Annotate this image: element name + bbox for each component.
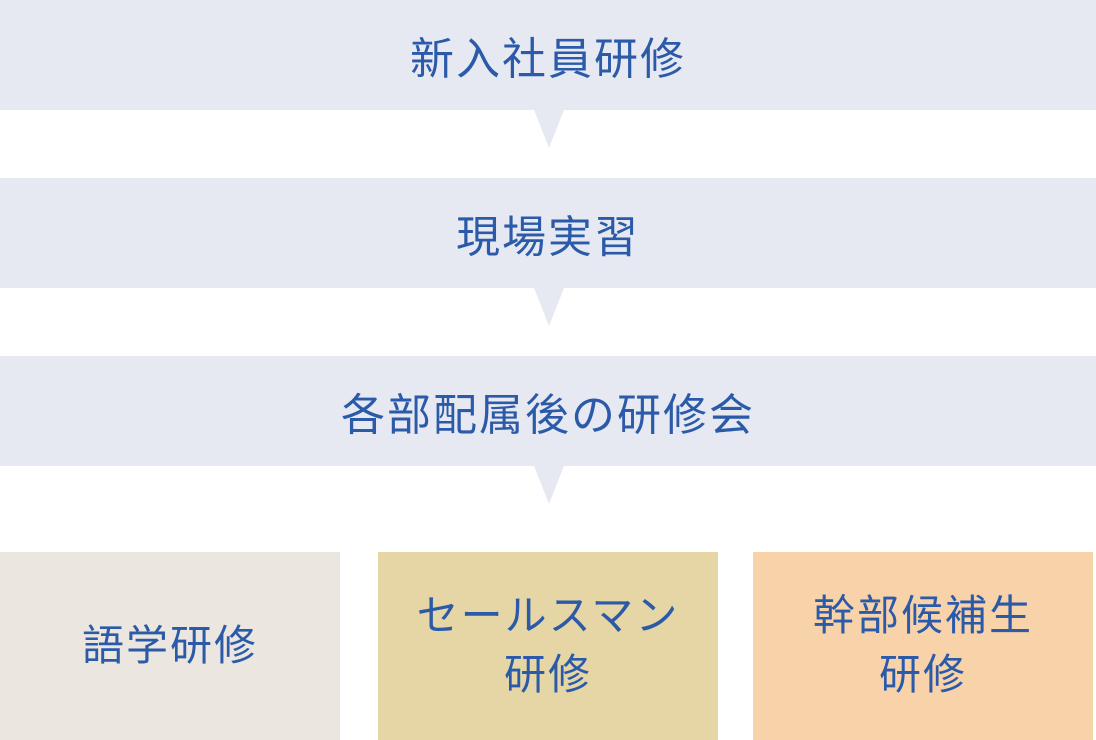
program-card-language: 語学研修 — [0, 552, 340, 740]
program-label: 幹部候補生 研修 — [812, 591, 1033, 699]
step-label: 新入社員研修 — [410, 34, 686, 85]
down-arrow-icon — [534, 110, 564, 148]
step-new-employee-training: 新入社員研修 — [0, 0, 1096, 110]
down-arrow-icon — [534, 288, 564, 326]
program-label: 語学研修 — [81, 620, 258, 670]
program-card-executive-candidate: 幹部候補生 研修 — [753, 552, 1093, 740]
program-card-salesman: セールスマン 研修 — [378, 552, 718, 740]
program-label: セールスマン 研修 — [416, 591, 680, 699]
step-department-training: 各部配属後の研修会 — [0, 356, 1096, 466]
down-arrow-icon — [534, 466, 564, 504]
step-label: 各部配属後の研修会 — [341, 390, 755, 441]
step-label: 現場実習 — [456, 212, 640, 263]
step-onsite-practice: 現場実習 — [0, 178, 1096, 288]
